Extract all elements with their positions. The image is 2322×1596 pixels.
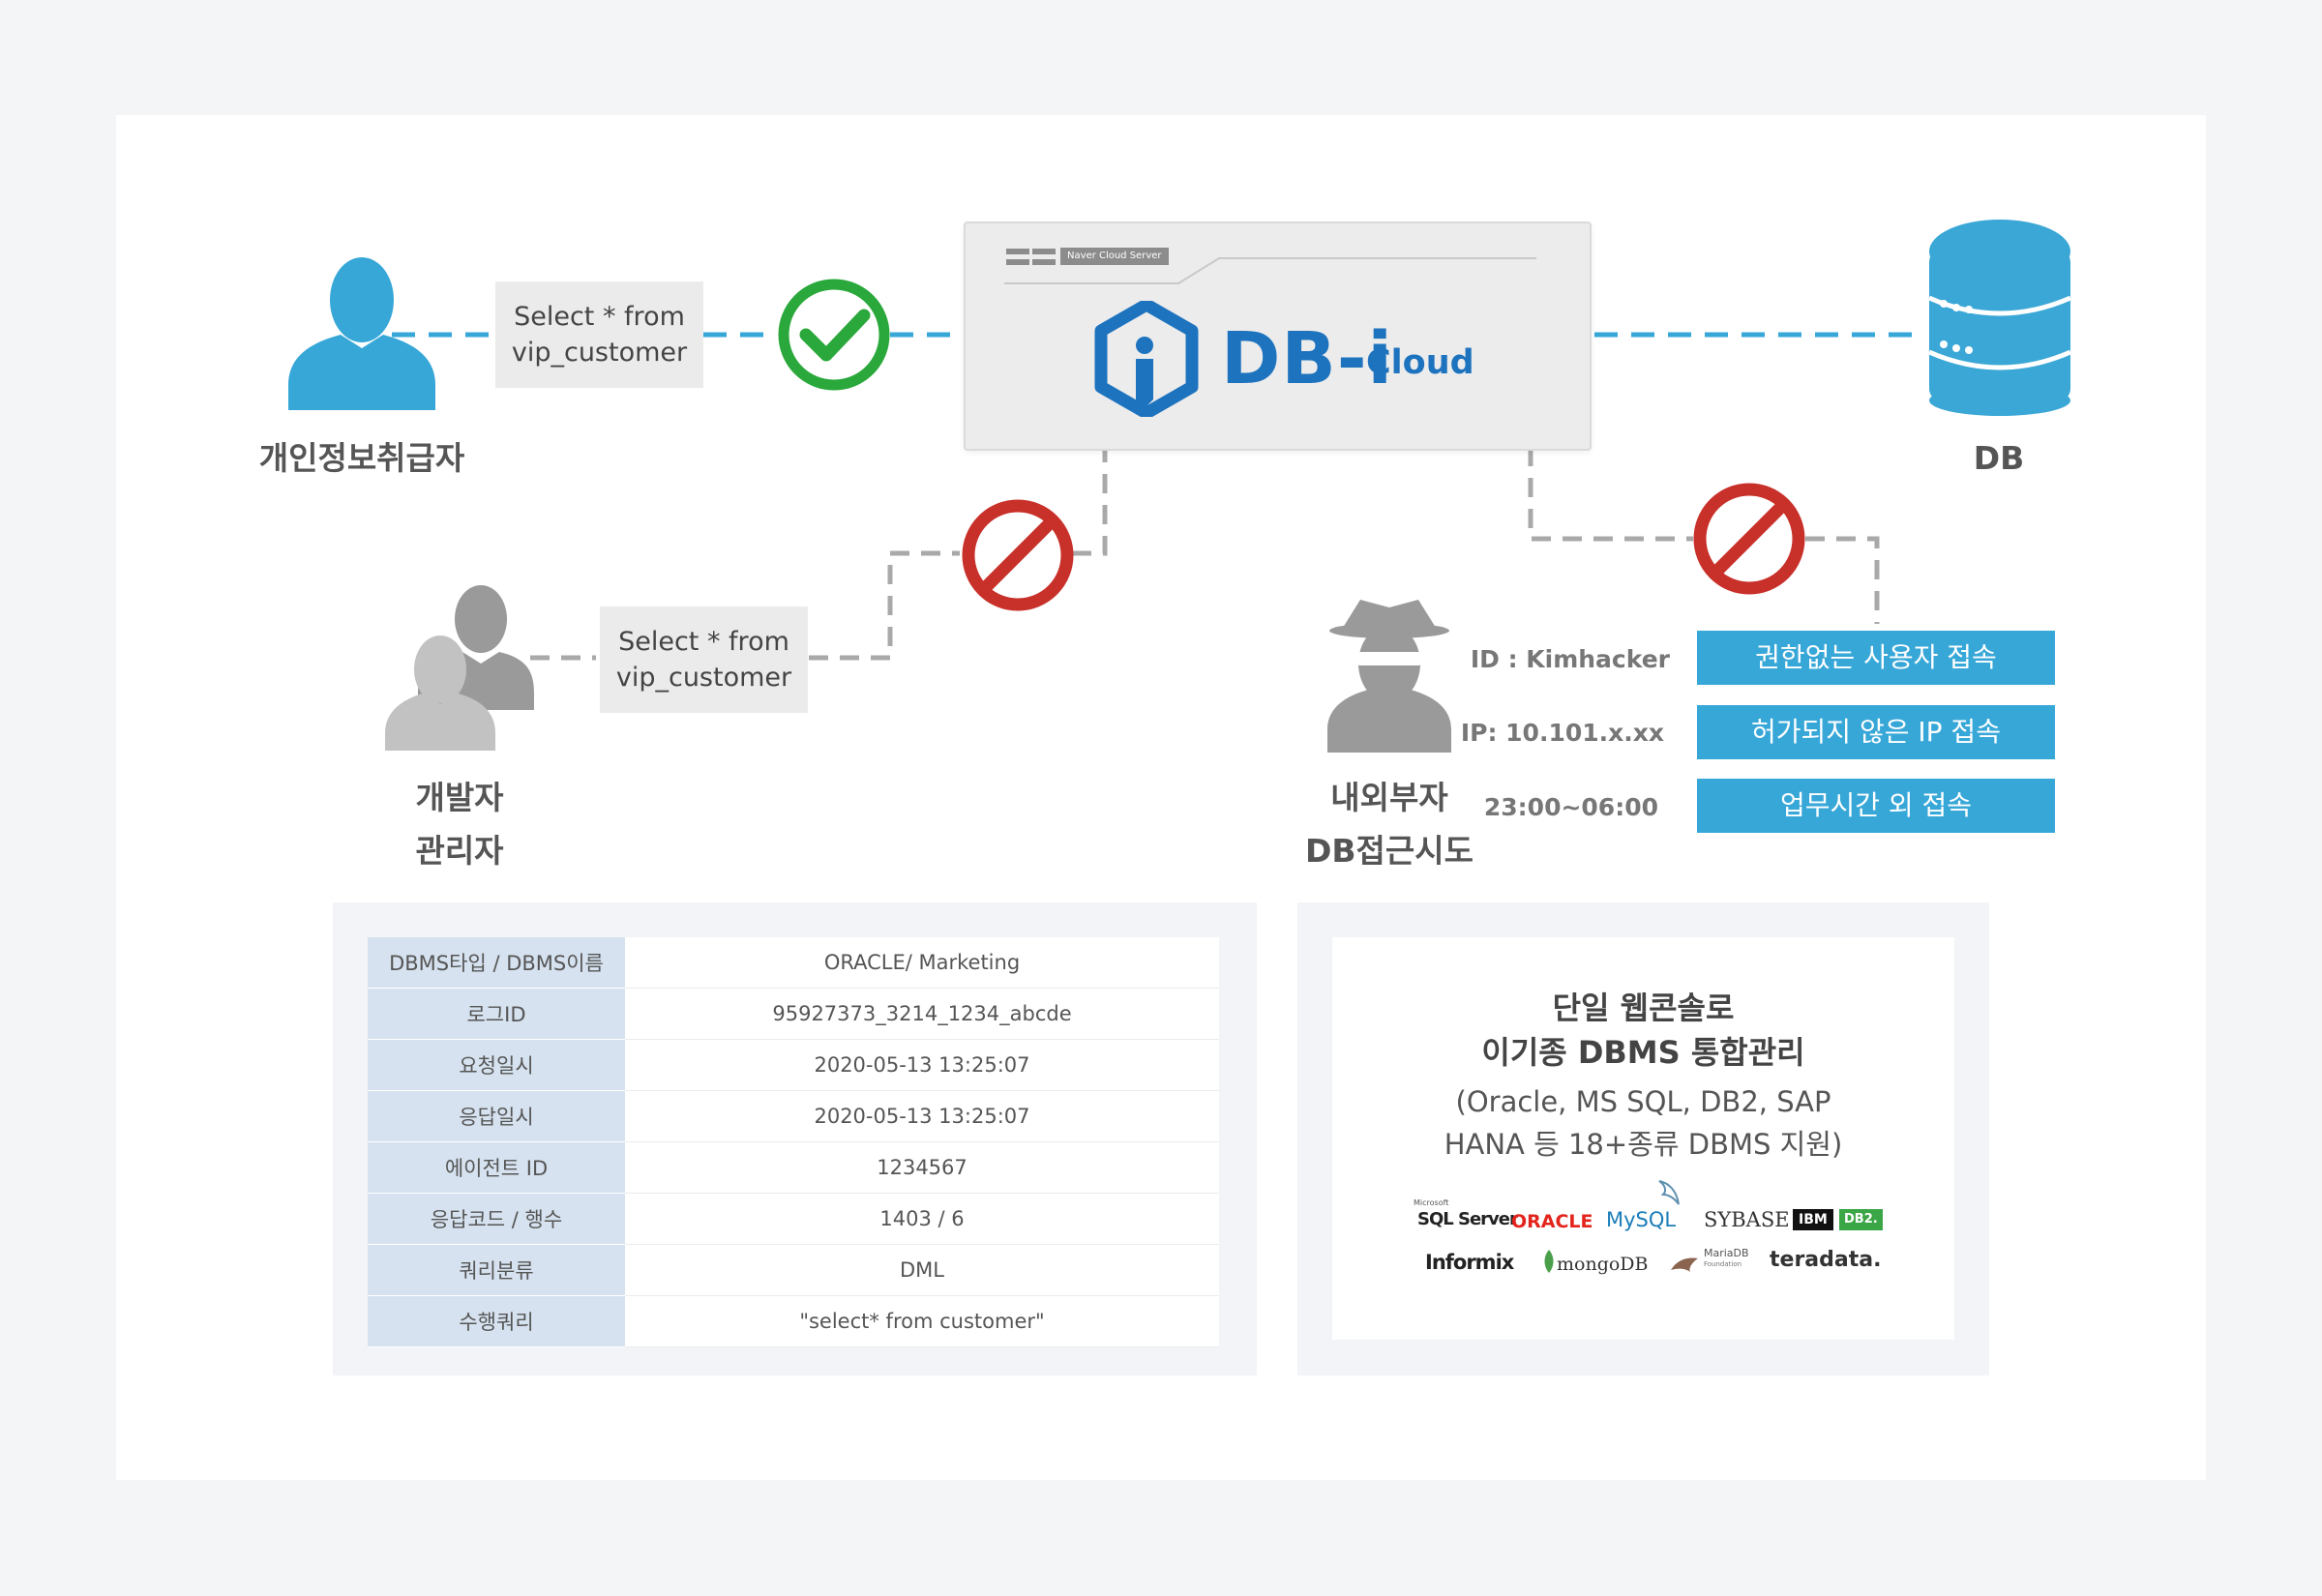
support-desc-1: (Oracle, MS SQL, DB2, SAP: [1455, 1085, 1831, 1118]
alert-unauthorized-ip: 허가되지 않은 IP 접속: [1697, 705, 2055, 759]
developer-label: 개발자 관리자: [363, 771, 556, 877]
logo-mariadb: MariaDB: [1704, 1247, 1749, 1259]
log-key: 수행쿼리: [368, 1295, 625, 1347]
log-key: 응답일시: [368, 1090, 625, 1142]
log-value: 2020-05-13 13:25:07: [625, 1090, 1219, 1142]
logo-mongodb: mongoDB: [1557, 1254, 1649, 1275]
logo-microsoft-tag: Microsoft: [1414, 1198, 1449, 1207]
intruder-label-line-1: 내외부자: [1330, 779, 1448, 816]
logo-db2: DB2.: [1839, 1209, 1883, 1230]
deny-block-icon-developer: [962, 499, 1074, 611]
logo-teradata: teradata.: [1770, 1248, 1882, 1272]
dbms-support-card: 단일 웹콘솔로 이기종 DBMS 통합관리 (Oracle, MS SQL, D…: [1332, 937, 1954, 1340]
attempt-time-label: 23:00~06:00: [1483, 793, 1658, 821]
brand-sub: Cloud: [1366, 343, 1474, 382]
table-row: 수행쿼리"select* from customer": [368, 1295, 1219, 1347]
db-i-cloud-server: Naver Cloud Server DB-i Cloud: [964, 222, 1592, 451]
query-line-2: vip_customer: [615, 663, 792, 693]
query-line-1: Select * from: [514, 302, 685, 332]
logo-mariadb-tag: Foundation: [1704, 1260, 1742, 1268]
log-key: DBMS타입 / DBMS이름: [368, 937, 625, 989]
privacy-handler-user-icon: [288, 257, 435, 410]
log-value: 1234567: [625, 1141, 1219, 1194]
log-value: DML: [625, 1244, 1219, 1296]
query-line-1: Select * from: [618, 627, 789, 657]
developer-label-line-1: 개발자: [415, 779, 504, 816]
mysql-dolphin-icon: [1658, 1180, 1680, 1205]
log-value: 1403 / 6: [625, 1193, 1219, 1245]
connector-block2-alerts: [1805, 536, 1880, 624]
attempt-ip-label: IP: 10.101.x.xx: [1460, 719, 1664, 747]
connector-block-server: [1072, 447, 1108, 556]
query-box-allowed: Select * from vip_customer: [495, 281, 703, 388]
log-key: 로그ID: [368, 988, 625, 1040]
query-box-blocked: Select * from vip_customer: [600, 606, 808, 713]
intruder-glasses-icon: [1356, 652, 1422, 665]
developer-users-icon: [385, 585, 534, 751]
support-title-1: 단일 웹콘솔로: [1552, 990, 1735, 1026]
server-frame-line: [1004, 257, 1536, 284]
intruder-label: 내외부자 DB접근시도: [1273, 771, 1505, 877]
log-value: 2020-05-13 13:25:07: [625, 1039, 1219, 1091]
logo-ibm: IBM: [1793, 1209, 1833, 1230]
logo-sybase: SYBASE: [1704, 1208, 1790, 1231]
logo-oracle: ORACLE: [1511, 1211, 1593, 1232]
server-tag: Naver Cloud Server: [1060, 248, 1169, 265]
mariadb-seal-icon: [1671, 1257, 1698, 1272]
mongodb-leaf-icon: [1544, 1250, 1554, 1273]
log-key: 에이전트 ID: [368, 1141, 625, 1194]
db-label: DB: [1973, 439, 2025, 477]
alert-unauthorized-user: 권한없는 사용자 접속: [1697, 631, 2055, 685]
logo-informix: Informix: [1425, 1251, 1514, 1274]
alert-off-hours: 업무시간 외 접속: [1697, 779, 2055, 833]
attempt-id-label: ID : Kimhacker: [1470, 645, 1670, 673]
privacy-handler-label: 개인정보취급자: [258, 439, 465, 477]
log-key: 응답코드 / 행수: [368, 1193, 625, 1245]
server-rack-icon: [1006, 249, 1056, 265]
logo-mysql: MySQL: [1606, 1208, 1677, 1231]
brand-name: DB-i: [1221, 317, 1393, 400]
allow-check-icon: [778, 279, 890, 391]
log-value: ORACLE/ Marketing: [625, 937, 1219, 989]
db-i-logo-icon: [1094, 301, 1199, 417]
database-icon: [1927, 220, 2072, 416]
logo-sql-server: SQL Server: [1417, 1209, 1518, 1229]
log-value: 95927373_3214_1234_abcde: [625, 988, 1219, 1040]
deny-block-icon-intruder: [1693, 483, 1805, 595]
log-key: 쿼리분류: [368, 1244, 625, 1296]
query-line-2: vip_customer: [511, 338, 688, 368]
support-desc-2: HANA 등 18+종류 DBMS 지원): [1444, 1128, 1843, 1161]
support-title-2: 이기종 DBMS 통합관리: [1481, 1034, 1805, 1071]
log-key: 요청일시: [368, 1039, 625, 1091]
log-value: "select* from customer": [625, 1295, 1219, 1347]
dbms-support-panel: 단일 웹콘솔로 이기종 DBMS 통합관리 (Oracle, MS SQL, D…: [1297, 902, 1989, 1375]
intruder-hat-icon: [1327, 600, 1451, 753]
connector-server-block2: [1528, 447, 1693, 542]
connector-query-block: [809, 550, 960, 661]
intruder-label-line-2: DB접근시도: [1305, 832, 1474, 870]
developer-label-line-2: 관리자: [415, 832, 504, 870]
